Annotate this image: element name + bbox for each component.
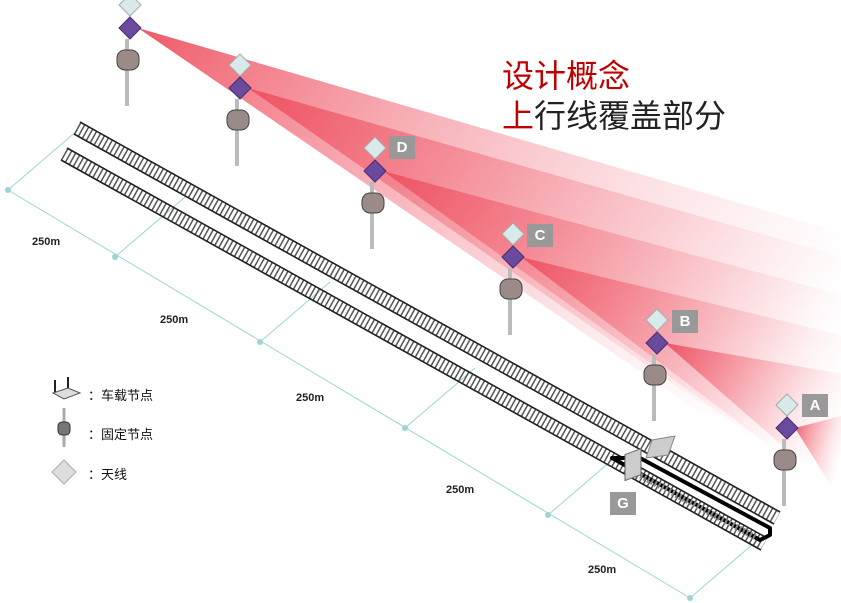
node-label-b: B <box>672 310 698 333</box>
node-label-g: G <box>610 492 636 515</box>
distance-label: 250m <box>32 236 61 248</box>
dimension-tick <box>5 187 11 193</box>
fixed-node-icon <box>361 192 385 214</box>
fixed-node-icon <box>643 364 667 386</box>
railway-ties <box>60 147 768 551</box>
fixed-node-icon <box>57 408 71 447</box>
dimension-leader <box>547 454 619 516</box>
antenna-icon <box>645 308 669 332</box>
distance-label: 250m <box>160 314 189 326</box>
dimension-tick <box>402 425 408 431</box>
antenna-icon <box>363 159 387 183</box>
title-line-2: 行线覆盖部分 <box>534 97 727 135</box>
antenna-icon <box>228 53 252 77</box>
dimension-leader <box>404 367 476 429</box>
dimension-tick <box>687 595 693 601</box>
distance-label: 250m <box>446 484 475 496</box>
antenna-icon <box>228 76 252 100</box>
train-vehicle <box>610 435 772 542</box>
rail <box>66 147 768 539</box>
vehicle-node <box>624 448 642 482</box>
legend-vehicle-node: ：车载节点 <box>88 389 154 404</box>
title-line-1: 设计概念 <box>502 57 631 95</box>
antenna-icon <box>363 136 387 160</box>
vehicle-antenna <box>645 435 676 459</box>
antenna-icon <box>775 393 799 417</box>
dimension-tick <box>112 254 118 260</box>
antenna-icon <box>775 416 799 440</box>
fixed-node-icon <box>499 278 523 300</box>
fixed-node-icon <box>226 109 250 131</box>
legend-icons <box>51 377 82 485</box>
distance-label: 250m <box>588 564 617 576</box>
antenna-icon <box>118 0 142 17</box>
antenna-icon <box>118 16 142 40</box>
coverage-beam <box>138 28 841 509</box>
legend-antenna: ：天线 <box>88 468 128 483</box>
coverage-beam <box>383 171 841 500</box>
dimension-line <box>7 189 691 599</box>
title-line-2-highlight: 上 <box>502 97 535 135</box>
vehicle-router-icon <box>51 377 82 400</box>
dimension-leader <box>7 129 79 191</box>
fixed-node-icon <box>773 449 797 471</box>
coverage-beam <box>521 257 841 501</box>
dimension-leader <box>689 537 761 599</box>
fixed-nodes <box>116 0 799 506</box>
rail <box>60 159 762 551</box>
antenna-icon <box>51 459 77 485</box>
fixed-node-icon <box>116 49 140 71</box>
antenna-icon <box>501 245 525 269</box>
node-label-a: A <box>802 394 828 417</box>
distance-label: 250m <box>296 392 325 404</box>
coverage-beams <box>138 28 841 509</box>
node-label-c: C <box>527 224 553 247</box>
coverage-beam <box>795 415 841 502</box>
diagram-title: 设计概念 上行线覆盖部分 <box>502 56 726 136</box>
legend-fixed-node: ：固定节点 <box>88 428 154 443</box>
coverage-beam <box>665 343 841 498</box>
railway-ties <box>73 121 781 525</box>
rail <box>73 133 775 525</box>
antenna-icon <box>645 331 669 355</box>
dimension-tick <box>545 512 551 518</box>
antenna-icon <box>501 222 525 246</box>
node-label-d: D <box>389 136 415 159</box>
coverage-beam <box>248 88 841 501</box>
dimension-tick <box>257 339 263 345</box>
